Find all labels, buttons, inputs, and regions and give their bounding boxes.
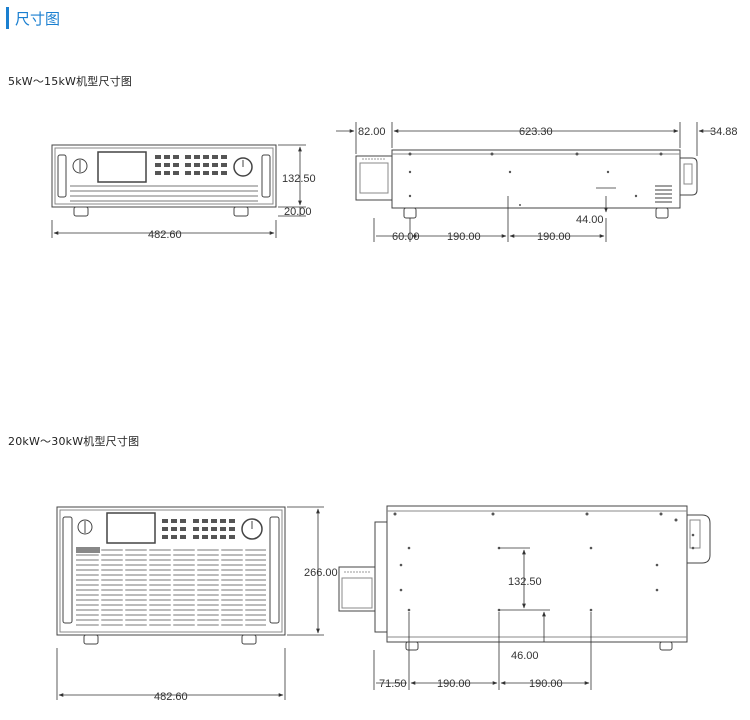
small-side-pitch-1: 60.00 (392, 231, 420, 243)
small-side-right-dim: 34.88 (710, 126, 738, 138)
small-front-height-dim: 132.50 (282, 173, 316, 185)
small-front-view (51, 144, 277, 217)
large-side-pitch-1: 71.50 (379, 678, 407, 690)
large-front-dims (56, 506, 324, 700)
header-accent-bar (6, 7, 9, 29)
small-side-left-dim: 82.00 (358, 126, 386, 138)
small-side-pitch-2: 190.00 (447, 231, 481, 243)
small-front-foot-dim: 20.00 (284, 206, 312, 218)
large-front-width-dim: 482.60 (154, 691, 188, 703)
small-side-pitch-3: 190.00 (537, 231, 571, 243)
section-label-large: 20kW～30kW机型尺寸图 (8, 435, 140, 448)
large-side-dims (373, 547, 592, 690)
page-header: 尺寸图 (6, 6, 60, 30)
large-front-height-dim: 266.00 (304, 567, 338, 579)
small-side-dims (336, 122, 714, 242)
small-front-width-dim: 482.60 (148, 229, 182, 241)
large-side-pitch-3: 190.00 (529, 678, 563, 690)
small-side-view (355, 149, 698, 219)
large-side-hole-dim: 46.00 (511, 650, 539, 662)
small-side-length-dim: 623.30 (519, 126, 553, 138)
large-side-pitch-2: 190.00 (437, 678, 471, 690)
section-label-small: 5kW～15kW机型尺寸图 (8, 75, 133, 88)
small-front-dims (51, 144, 306, 238)
large-side-mid-dim: 132.50 (508, 576, 542, 588)
large-front-view (56, 506, 286, 645)
small-side-hole-dim: 44.00 (576, 214, 604, 226)
page-title: 尺寸图 (15, 9, 61, 28)
large-side-view (338, 505, 711, 651)
